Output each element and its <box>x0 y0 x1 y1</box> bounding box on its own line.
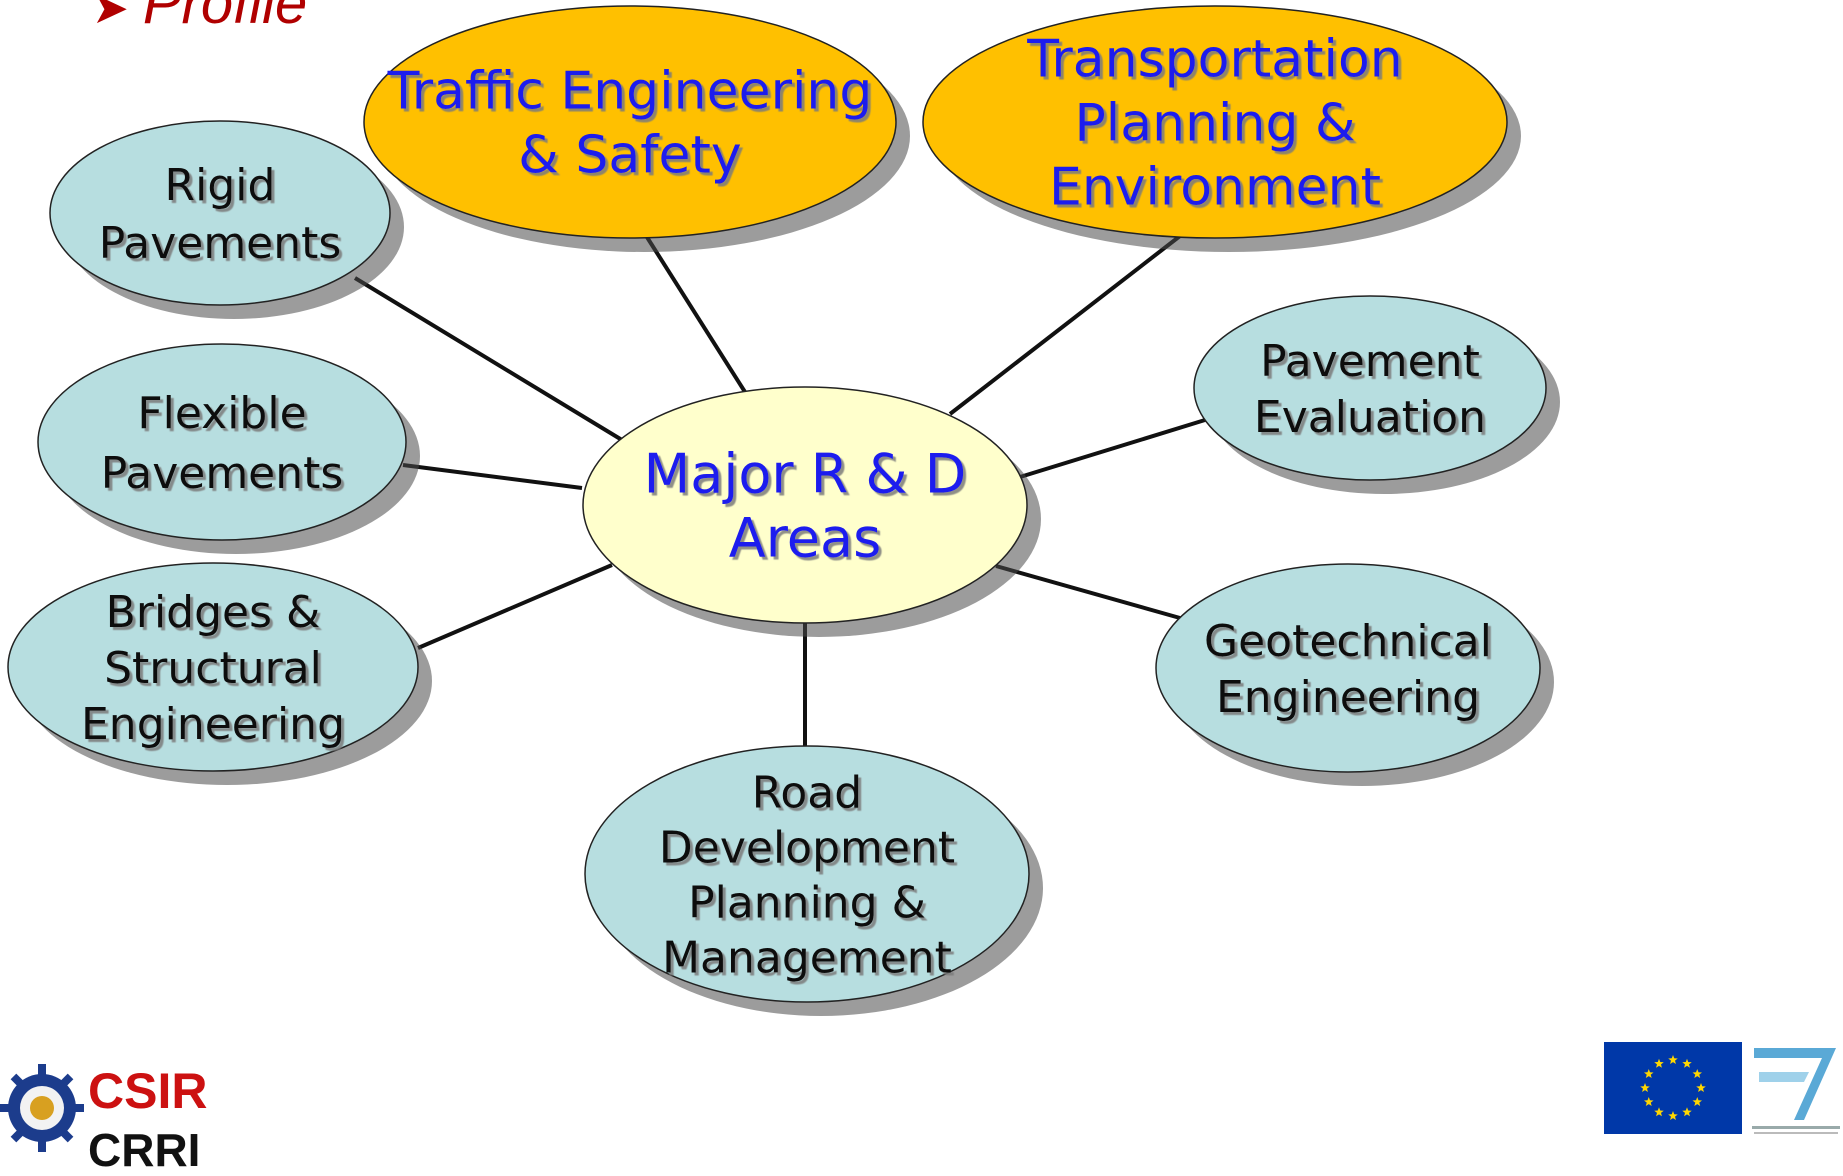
center-label-line: Major R & D <box>644 442 967 505</box>
geotechnical-engineering-label-line: Engineering <box>1216 672 1480 723</box>
eu-star-icon <box>1696 1083 1706 1093</box>
bridges-structural-engineering-label-line: Bridges & <box>106 587 321 638</box>
transportation-planning-environment-label-line: Transportation <box>1026 30 1402 90</box>
eu-flag-icon <box>1604 1042 1742 1134</box>
eu-star-icon <box>1654 1058 1664 1068</box>
connector-traffic-engineering-safety <box>643 232 747 394</box>
node-ellipse <box>582 386 1028 624</box>
pavement-evaluation-label-line: Pavement <box>1260 336 1480 387</box>
eu-star-icon <box>1644 1069 1654 1079</box>
eu-star-icon <box>1682 1107 1692 1117</box>
node-ellipse <box>922 5 1508 239</box>
node-ellipse <box>363 5 897 239</box>
heading-text: Profile <box>142 0 308 36</box>
eu-star-icon <box>1692 1097 1702 1107</box>
flexible-pavements-label-line: Flexible <box>137 388 306 439</box>
eu-star-icon <box>1668 1111 1678 1121</box>
pavement-evaluation-label-line: Evaluation <box>1254 392 1486 443</box>
node-ellipse <box>1155 563 1541 773</box>
rigid-pavements-label-line: Pavements <box>99 218 342 269</box>
center-label-line: Areas <box>729 506 881 569</box>
csir-crri-logo: CSIR CRRI <box>0 1063 207 1176</box>
geotechnical-engineering-label-line: Geotechnical <box>1204 616 1492 667</box>
arrow-bullet-icon: ➤ <box>92 0 129 33</box>
node-ellipse <box>37 343 407 541</box>
node-ellipse <box>1193 295 1547 481</box>
section-heading: ➤ Profile <box>92 0 307 41</box>
eu-star-icon <box>1640 1083 1650 1093</box>
node-ellipse <box>49 120 391 306</box>
logo-crri-text: CRRI <box>88 1124 200 1176</box>
traffic-engineering-safety-label-line: & Safety <box>518 126 741 186</box>
node-ellipse <box>7 562 419 772</box>
transportation-planning-environment-label-line: Environment <box>1049 158 1381 218</box>
connector-transportation-planning-environment <box>948 234 1182 416</box>
eu-star-icon <box>1682 1058 1692 1068</box>
eu-star-icon <box>1692 1069 1702 1079</box>
connector-flexible-pavements <box>402 463 583 490</box>
connector-lines <box>353 232 1206 746</box>
connector-bridges-structural-engineering <box>417 563 613 650</box>
road-development-planning-management-label-line: Road <box>752 767 862 818</box>
csir-gear-emblem-icon <box>0 1064 84 1152</box>
traffic-engineering-safety-label-line: Traffic Engineering <box>387 62 873 122</box>
road-development-planning-management-label-line: Development <box>659 822 955 873</box>
connector-rigid-pavements <box>353 276 624 442</box>
node-traffic-engineering-safety: Traffic Engineering& Safety <box>363 5 910 252</box>
eu-star-icon <box>1644 1097 1654 1107</box>
fp7-logo-icon <box>1752 1048 1840 1134</box>
eu-fp7-logos <box>1604 1042 1840 1134</box>
node-ellipse <box>584 745 1030 1003</box>
connector-pavement-evaluation <box>1019 418 1206 479</box>
rigid-pavements-label-line: Rigid <box>165 160 276 211</box>
road-development-planning-management-label-line: Planning & <box>688 877 926 928</box>
bridges-structural-engineering-label-line: Engineering <box>81 699 345 750</box>
connector-geotechnical-engineering <box>995 564 1181 620</box>
flexible-pavements-label-line: Pavements <box>101 448 344 499</box>
logo-csir-text: CSIR <box>88 1063 207 1119</box>
bridges-structural-engineering-label-line: Structural <box>104 643 322 694</box>
transportation-planning-environment-label-line: Planning & <box>1074 94 1355 154</box>
eu-star-icon <box>1654 1107 1664 1117</box>
eu-star-icon <box>1668 1055 1678 1065</box>
road-development-planning-management-label-line: Management <box>662 932 952 983</box>
